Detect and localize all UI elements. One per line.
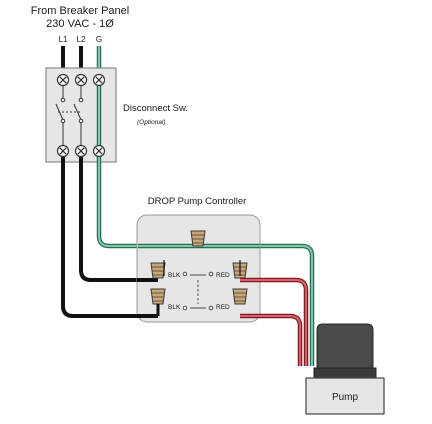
disconnect-bottom-screw-l1 [56, 144, 70, 158]
pump-motor-housing [316, 323, 374, 369]
pump: Pump [305, 323, 385, 415]
ground-wire-nut [190, 230, 206, 247]
upper-blk-label: BLK [168, 272, 181, 279]
l2-black-wire [79, 157, 158, 282]
disconnect-top-screw-l2 [74, 73, 88, 87]
disconnect-bottom-screw-g [92, 144, 106, 158]
terminal-label-g: G [96, 35, 102, 44]
source-title: From Breaker Panel [31, 5, 129, 17]
disconnect-title: Disconnect Sw. [123, 103, 188, 114]
upper-red-label: RED [216, 272, 230, 279]
relay-linkage [190, 271, 214, 311]
lower-red-wire-nut [232, 288, 248, 305]
disconnect-switch-contacts [55, 86, 84, 145]
disconnect-bottom-screw-l2 [74, 144, 88, 158]
lower-red-wire [240, 313, 303, 366]
disconnect-note: (Optional) [137, 119, 166, 126]
controller-box [136, 214, 261, 323]
pump-label: Pump [332, 392, 359, 403]
controller-title: DROP Pump Controller [148, 196, 247, 207]
terminal-label-l1: L1 [59, 35, 68, 44]
disconnect-top-screw-l1 [56, 73, 70, 87]
lower-blk-label: BLK [168, 304, 181, 311]
terminal-label-l2: L2 [77, 35, 86, 44]
pump-label-panel [305, 377, 385, 415]
disconnect-top-screw-g [92, 73, 106, 87]
upper-blk-wire-nut [150, 262, 166, 279]
lower-blk-wire-nut [150, 288, 166, 305]
source-voltage: 230 VAC - 1Ø [46, 18, 114, 30]
l1-black-wire [61, 157, 158, 318]
lower-red-label: RED [216, 304, 230, 311]
